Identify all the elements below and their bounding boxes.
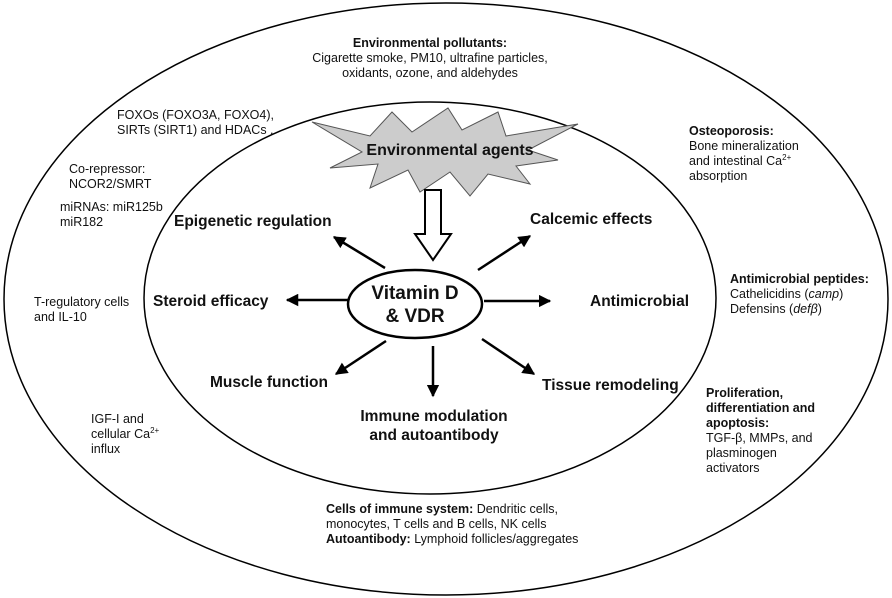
osteoporosis-title: Osteoporosis: (689, 124, 774, 138)
osteoporosis-line2: and intestinal Ca2+ (689, 152, 799, 169)
epigenetic-regulation-label: Epigenetic regulation (174, 213, 332, 230)
antimicrobial-peptides-block: Antimicrobial peptides: Cathelicidins (c… (730, 272, 869, 317)
cathelicidins-prefix: Cathelicidins ( (730, 287, 809, 301)
antimicrobial-peptides-title: Antimicrobial peptides: (730, 272, 869, 286)
hollow-down-arrow (413, 189, 453, 262)
osteoporosis-line2-text: and intestinal Ca (689, 154, 783, 168)
foxos-block: FOXOs (FOXO3A, FOXO4), SIRTs (SIRT1) and… (117, 108, 274, 138)
muscle-function-label: Muscle function (210, 374, 328, 391)
environmental-pollutants-block: Environmental pollutants: Cigarette smok… (280, 36, 580, 81)
treg-line2: and IL-10 (34, 310, 87, 324)
steroid-efficacy-label: Steroid efficacy (153, 293, 269, 310)
immune-cells-line1-rest: Dendritic cells, (473, 502, 559, 516)
autoantibody-line: Autoantibody: Lymphoid follicles/aggrega… (326, 532, 578, 547)
arrow-muscle (334, 339, 387, 376)
autoantibody-title: Autoantibody: (326, 532, 411, 546)
camp-gene: camp (808, 287, 840, 301)
proliferation-title1: Proliferation, (706, 386, 784, 400)
center-line1: Vitamin D (371, 283, 459, 304)
cathelicidins-suffix: ) (839, 287, 844, 301)
immune-line2: and autoantibody (369, 427, 499, 444)
mirnas-block: miRNAs: miR125b miR182 (60, 200, 163, 230)
outer-ellipse (3, 2, 889, 596)
calcemic-effects-label: Calcemic effects (530, 211, 653, 228)
mirnas-line2: miR182 (60, 215, 104, 229)
immune-line1: Immune modulation (360, 408, 508, 425)
immune-cells-block: Cells of immune system: Dendritic cells,… (326, 502, 578, 547)
osteoporosis-block: Osteoporosis: Bone mineralization and in… (689, 124, 799, 184)
immune-cells-line1: Cells of immune system: Dendritic cells, (326, 502, 578, 517)
proliferation-line1: TGF-β, MMPs, and (706, 431, 813, 445)
center-line2: & VDR (385, 306, 445, 327)
foxos-line2: SIRTs (SIRT1) and HDACs . (117, 123, 274, 137)
cathelicidins-line: Cathelicidins (camp) (730, 287, 869, 302)
mirnas-line1: miRNAs: miR125b (60, 200, 163, 214)
igf-line3: influx (91, 442, 121, 456)
arrow-epigenetic (332, 235, 386, 270)
osteoporosis-sup: 2+ (782, 152, 792, 162)
environmental-agents-label: Environmental agents (366, 142, 534, 159)
pollutants-title: Environmental pollutants: (352, 36, 508, 50)
vitamin-d-vdr-label: Vitamin D & VDR (350, 282, 480, 328)
foxos-line1: FOXOs (FOXO3A, FOXO4), (117, 108, 274, 122)
igf-line2: cellular Ca2+ (91, 425, 160, 442)
antimicrobial-label: Antimicrobial (590, 293, 690, 310)
osteoporosis-line3: absorption (689, 169, 748, 183)
corepressor-line2: NCOR2/SMRT (69, 177, 152, 191)
environmental-agents-starburst (311, 107, 579, 197)
proliferation-block: Proliferation, differentiation and apopt… (706, 386, 815, 476)
autoantibody-rest: Lymphoid follicles/aggregates (410, 532, 579, 546)
defensins-line: Defensins (defβ) (730, 302, 869, 317)
defensins-suffix: ) (817, 302, 822, 316)
treg-line1: T-regulatory cells (34, 295, 130, 309)
center-oval (346, 268, 484, 340)
proliferation-title3: apoptosis: (706, 416, 770, 430)
immune-cells-line2: monocytes, T cells and B cells, NK cells (326, 517, 547, 531)
corepressor-block: Co-repressor: NCOR2/SMRT (69, 162, 151, 192)
arrow-tissue (481, 337, 536, 376)
proliferation-line3: activators (706, 461, 760, 475)
pollutants-line2: oxidants, ozone, and aldehydes (342, 66, 518, 80)
igf-line1: IGF-I and (91, 412, 144, 426)
corepressor-line1: Co-repressor: (69, 162, 146, 176)
defb-gene: defβ (793, 302, 818, 316)
proliferation-title2: differentiation and (706, 401, 816, 415)
defensins-prefix: Defensins ( (730, 302, 794, 316)
immune-modulation-label: Immune modulation and autoantibody (334, 407, 534, 445)
osteoporosis-line1: Bone mineralization (689, 139, 799, 153)
immune-cells-title: Cells of immune system: (326, 502, 474, 516)
igf-line2-text: cellular Ca (91, 427, 151, 441)
arrow-calcemic (477, 234, 532, 272)
treg-block: T-regulatory cells and IL-10 (34, 295, 129, 325)
igf-block: IGF-I and cellular Ca2+ influx (91, 412, 159, 457)
proliferation-line2: plasminogen (706, 446, 777, 460)
inner-ellipse (143, 101, 717, 495)
tissue-remodeling-label: Tissue remodeling (542, 377, 679, 394)
igf-sup: 2+ (150, 425, 160, 435)
pollutants-line1: Cigarette smoke, PM10, ultrafine particl… (312, 51, 548, 65)
